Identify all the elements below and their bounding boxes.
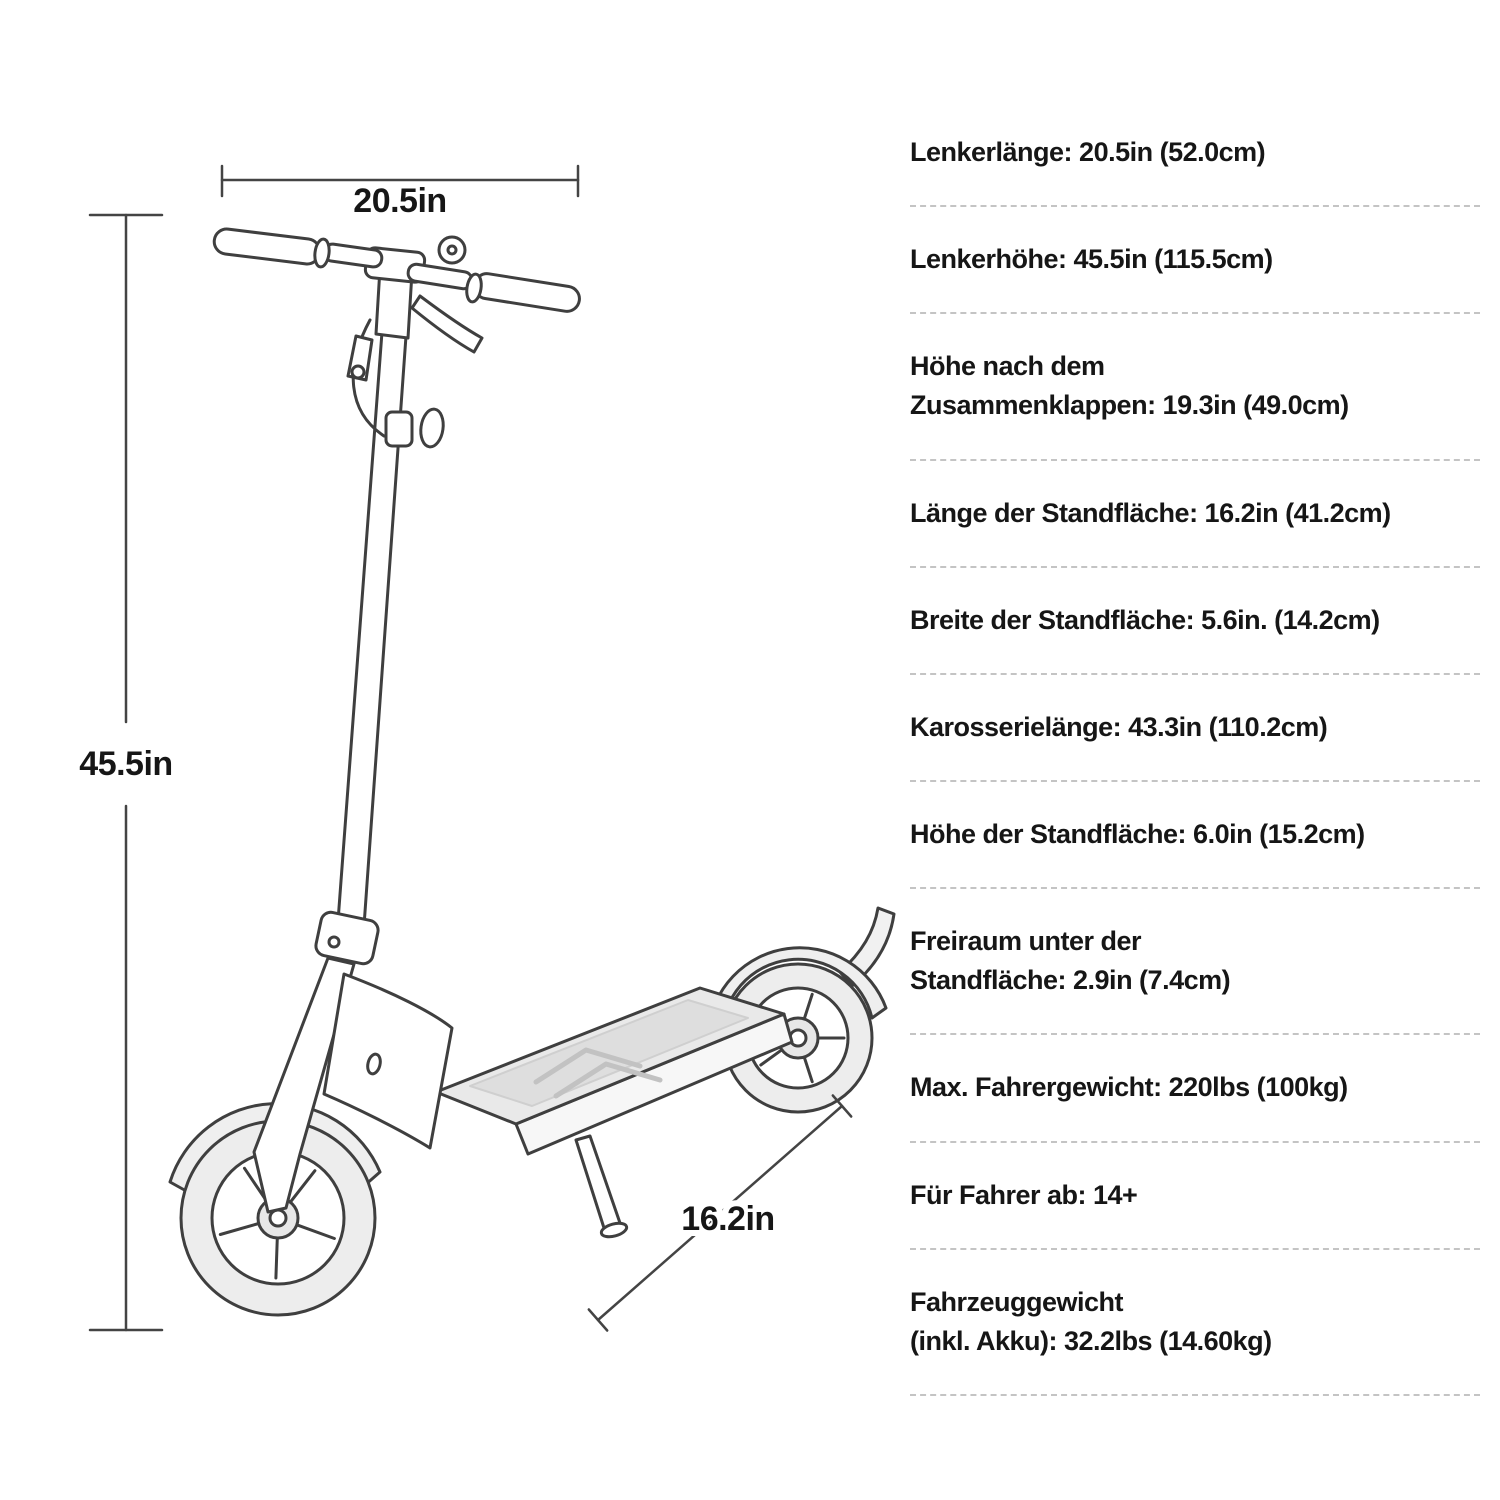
spec-list: Lenkerlänge: 20.5in (52.0cm) Lenkerhöhe:… (910, 100, 1480, 1396)
stem (314, 330, 445, 966)
scooter-illustration (168, 227, 896, 1317)
dimension-label-handlebar-width: 20.5in (353, 182, 446, 220)
brake-cable (346, 318, 386, 438)
spec-item-body-length: Karosserielänge: 43.3in (110.2cm) (910, 675, 1480, 782)
dimension-label-deck-length: 16.2in (681, 1200, 774, 1238)
handlebar (212, 227, 581, 354)
battery-box (322, 972, 454, 1150)
spec-item-vehicle-weight: Fahrzeuggewicht (inkl. Akku): 32.2lbs (1… (910, 1250, 1480, 1396)
spec-item-deck-width: Breite der Standfläche: 5.6in. (14.2cm) (910, 568, 1480, 675)
spec-item-deck-length: Länge der Standfläche: 16.2in (41.2cm) (910, 461, 1480, 568)
spec-item-ground-clearance: Freiraum unter der Standfläche: 2.9in (7… (910, 889, 1480, 1036)
spec-item-handlebar-height: Lenkerhöhe: 45.5in (115.5cm) (910, 207, 1480, 315)
rear-wheel (722, 962, 874, 1114)
deck (434, 986, 794, 1156)
dimension-lines (88, 164, 853, 1332)
front-fork (252, 956, 356, 1214)
scooter-diagram: 20.5in 45.5in 16.2in (79, 164, 896, 1332)
spec-item-rider-age: Für Fahrer ab: 14+ (910, 1143, 1480, 1250)
kickstand (574, 1134, 629, 1239)
brake-lever (410, 294, 484, 354)
spec-item-folded-height: Höhe nach dem Zusammenklappen: 19.3in (4… (910, 314, 1480, 461)
rear-fender (706, 946, 888, 1038)
dimension-label-overall-height: 45.5in (79, 745, 172, 783)
spec-item-handlebar-length: Lenkerlänge: 20.5in (52.0cm) (910, 100, 1480, 208)
spec-item-max-rider-weight: Max. Fahrergewicht: 220lbs (100kg) (910, 1035, 1480, 1143)
spec-item-deck-height: Höhe der Standfläche: 6.0in (15.2cm) (910, 782, 1480, 890)
